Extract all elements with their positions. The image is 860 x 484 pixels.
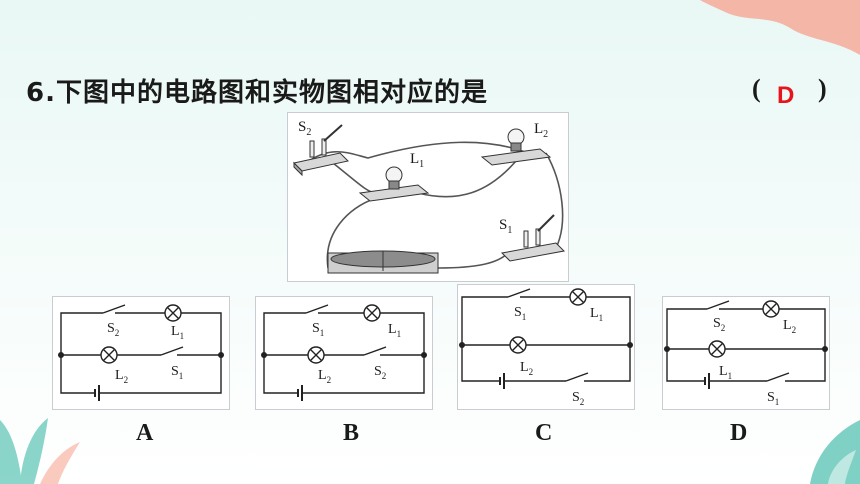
- svg-text:S1: S1: [171, 364, 183, 381]
- option-b-circuit: S1 L1 L2 S2: [261, 304, 427, 401]
- junction-right: [218, 352, 224, 358]
- svg-text:L2: L2: [520, 360, 533, 377]
- option-c-label: C: [535, 420, 553, 446]
- svg-text:S1: S1: [312, 321, 324, 338]
- label-l2-sub: 2: [543, 129, 548, 140]
- label-s1: S: [499, 217, 507, 233]
- lamp-mid: [509, 336, 527, 354]
- svg-text:L1: L1: [388, 322, 401, 339]
- answer-paren-open: (: [752, 74, 761, 103]
- svg-text:S1: S1: [514, 305, 526, 322]
- lamp-top: [363, 304, 381, 322]
- label-l1: L: [410, 151, 419, 167]
- svg-text:S1: S1: [499, 217, 512, 236]
- lamp-l2-board: [480, 128, 552, 166]
- label-s2-sub: 2: [306, 127, 311, 138]
- svg-text:S2: S2: [298, 119, 311, 138]
- leaf-decoration-left: [0, 418, 80, 484]
- svg-text:L2: L2: [318, 368, 331, 385]
- svg-text:L1: L1: [171, 324, 184, 341]
- option-b-diagram: S1 L1 L2 S2: [255, 296, 433, 410]
- switch-blade: [102, 304, 126, 314]
- svg-text:L1: L1: [410, 151, 424, 170]
- question-number: 6.: [26, 78, 56, 108]
- option-d-diagram: S2 L2 L1 S1: [662, 296, 830, 410]
- svg-text:L1: L1: [590, 306, 603, 323]
- switch-s1-board: [500, 214, 566, 262]
- svg-text:S1: S1: [767, 390, 779, 407]
- svg-text:L2: L2: [534, 121, 548, 140]
- leaf-decoration-right: [810, 420, 860, 484]
- question-text: 下图中的电路图和实物图相对应的是: [55, 78, 488, 108]
- junction-left: [459, 342, 465, 348]
- option-d-label: D: [730, 420, 748, 446]
- lamp-mid: [100, 346, 118, 364]
- svg-text:S2: S2: [107, 321, 119, 338]
- junction-right: [421, 352, 427, 358]
- junction-left: [58, 352, 64, 358]
- lamp-mid: [307, 346, 325, 364]
- junction-right: [627, 342, 633, 348]
- lamp-mid: [708, 340, 726, 358]
- photo-labels: S2 L1 L2 S1: [298, 119, 548, 236]
- svg-text:L1: L1: [719, 364, 732, 381]
- lamp-top: [569, 288, 587, 306]
- lamp-l1-board: [358, 166, 430, 202]
- option-c-circuit: S1 L1 L2 S2: [459, 288, 633, 407]
- battery-holder: [327, 250, 439, 274]
- apparatus-drawing: S2 L1 L2 S1: [292, 119, 566, 274]
- label-s1-sub: 1: [507, 225, 512, 236]
- junction-left: [664, 346, 670, 352]
- question-title: 6.下图中的电路图和实物图相对应的是: [26, 72, 488, 109]
- junction-left: [261, 352, 267, 358]
- svg-text:L2: L2: [115, 368, 128, 385]
- junction-right: [822, 346, 828, 352]
- coral-cloud-decoration: [700, 0, 860, 55]
- label-l2: L: [534, 121, 543, 137]
- lamp-top: [164, 304, 182, 322]
- answer-paren-close: ): [818, 74, 827, 103]
- option-a-circuit: S2 L1 L2 S1: [58, 304, 224, 401]
- option-a-diagram: S2 L1 L2 S1: [52, 296, 230, 410]
- label-s2: S: [298, 119, 306, 135]
- switch-s2-board: [292, 124, 350, 177]
- label-l1-sub: 1: [419, 159, 424, 170]
- option-c-diagram: S1 L1 L2 S2: [457, 284, 635, 410]
- switch-blade: [160, 346, 184, 356]
- svg-text:S2: S2: [374, 364, 386, 381]
- svg-text:S2: S2: [572, 390, 584, 407]
- option-a-label: A: [136, 420, 154, 446]
- svg-text:S2: S2: [713, 316, 725, 333]
- option-b-label: B: [343, 420, 360, 446]
- apparatus-photo: S2 L1 L2 S1: [287, 112, 569, 282]
- option-d-circuit: S2 L2 L1 S1: [664, 300, 828, 407]
- lamp-top: [762, 300, 780, 318]
- answer-mark: D: [777, 82, 795, 109]
- svg-text:L2: L2: [783, 318, 796, 335]
